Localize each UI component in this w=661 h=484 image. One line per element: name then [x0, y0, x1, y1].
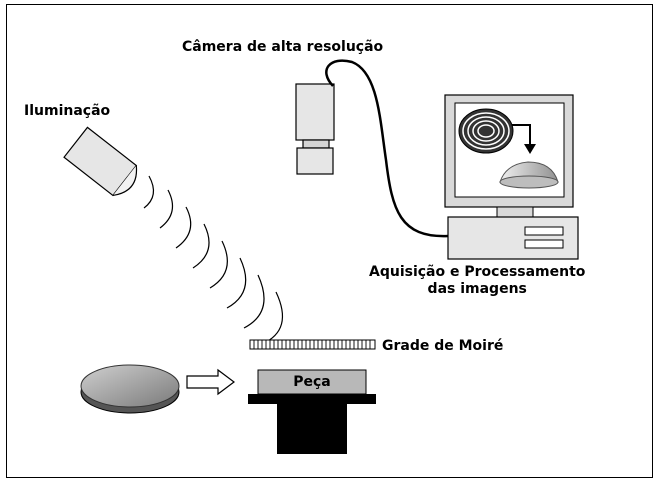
processing-arrow-icon: [512, 124, 536, 154]
camera-cable: [325, 59, 449, 238]
hollow-arrow-icon: [186, 368, 235, 396]
light-source-icon: [63, 126, 138, 197]
monitor-icon: [444, 94, 574, 218]
processing-label: Aquisição e Processamento das imagens: [369, 264, 585, 298]
camera-icon: [295, 83, 335, 175]
processing-label-line2: das imagens: [427, 281, 527, 297]
grid-label: Grade de Moiré: [382, 338, 504, 354]
lighting-label: Iluminação: [24, 103, 111, 119]
part-label: Peça: [293, 374, 331, 390]
moire-pattern-icon: [458, 108, 514, 154]
light-waves: [143, 175, 284, 345]
processing-label-line1: Aquisição e Processamento: [369, 264, 586, 280]
camera-label: Câmera de alta resolução: [182, 39, 384, 55]
computer-case-icon: [447, 216, 579, 260]
fixture-icon: [248, 369, 376, 454]
part-disk-icon: [80, 364, 180, 414]
3d-surface-icon: [499, 161, 559, 189]
moire-grid-icon: [249, 339, 376, 350]
